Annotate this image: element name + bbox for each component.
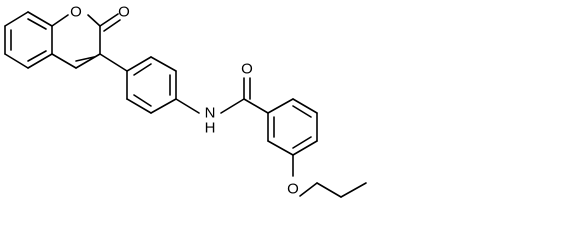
amide-nitrogen-label: N: [205, 105, 216, 122]
bonds: [4, 11, 367, 198]
atom-labels: O O N H O O: [70, 4, 299, 198]
ring-oxygen-label: O: [70, 4, 82, 21]
amide-carbonyl-oxygen-label: O: [241, 61, 253, 78]
amide-hydrogen-label: H: [205, 120, 216, 137]
lactone-carbonyl-oxygen-label: O: [118, 4, 130, 21]
structure-diagram: O O N H O O: [4, 4, 367, 198]
ether-oxygen-label: O: [287, 181, 299, 198]
